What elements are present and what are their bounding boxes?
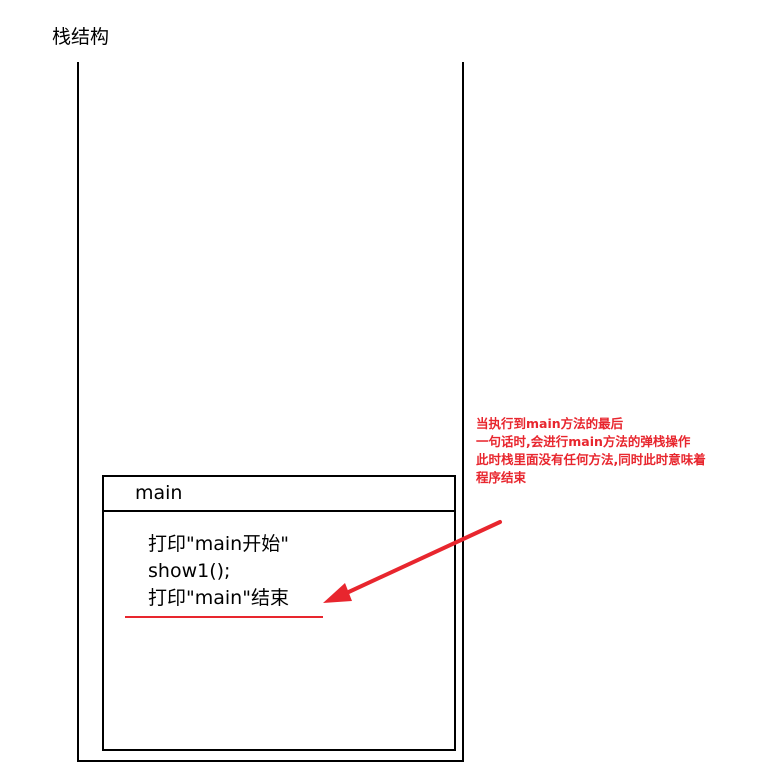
code-line-highlighted: 打印"main"结束: [148, 587, 289, 609]
code-line: 打印"main开始": [148, 533, 289, 555]
annotation-line: 程序结束: [476, 470, 527, 485]
annotation-line: 此时栈里面没有任何方法,同时此时意味着: [476, 452, 706, 467]
main-stack-frame: main 打印"main开始" show1(); 打印"main"结束: [102, 475, 456, 751]
code-line: show1();: [148, 560, 231, 582]
annotation-line: 当执行到main方法的最后: [476, 416, 624, 431]
annotation-note: 当执行到main方法的最后 一句话时,会进行main方法的弹栈操作 此时栈里面没…: [476, 415, 706, 487]
stack-title: 栈结构: [52, 26, 110, 48]
frame-name: main: [135, 482, 183, 504]
highlight-underline: [125, 616, 323, 618]
frame-header: main: [104, 477, 454, 512]
stack-container: [77, 62, 464, 762]
frame-code: 打印"main开始" show1(); 打印"main"结束: [148, 531, 289, 612]
annotation-line: 一句话时,会进行main方法的弹栈操作: [476, 434, 691, 449]
